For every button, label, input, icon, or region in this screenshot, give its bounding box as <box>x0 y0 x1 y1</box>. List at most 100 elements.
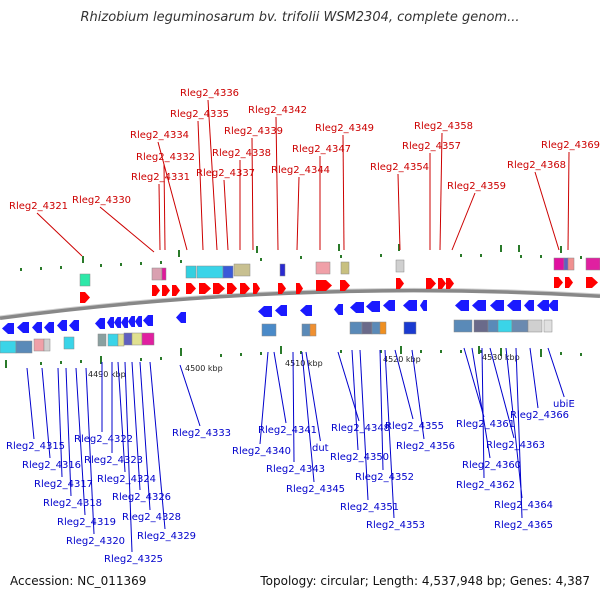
gene-label-bottom[interactable]: Rleg2_4316 <box>22 460 81 471</box>
gene-label-bottom[interactable]: Rleg2_4324 <box>97 474 156 485</box>
gene-label-bottom[interactable]: Rleg2_4364 <box>494 500 553 511</box>
gene-label-top[interactable]: Rleg2_4334 <box>130 130 189 141</box>
reverse-gene-arrow[interactable] <box>17 322 29 333</box>
gene-label-bottom[interactable]: Rleg2_4361 <box>456 419 515 430</box>
gene-label-bottom[interactable]: Rleg2_4319 <box>57 517 116 528</box>
reverse-gene-arrow[interactable] <box>128 316 135 327</box>
reverse-gene-arrow[interactable] <box>334 304 343 315</box>
gene-label-bottom[interactable]: Rleg2_4356 <box>396 441 455 452</box>
reverse-gene-arrow[interactable] <box>455 300 469 311</box>
reverse-gene-arrow[interactable] <box>524 300 534 311</box>
reverse-gene-arrow[interactable] <box>95 318 105 329</box>
reverse-gene-arrow[interactable] <box>507 300 521 311</box>
gene-label-top[interactable]: Rleg2_4347 <box>292 144 351 155</box>
forward-gene-arrow[interactable] <box>446 278 454 289</box>
reverse-gene-arrow[interactable] <box>490 300 504 311</box>
gene-label-bottom[interactable]: Rleg2_4362 <box>456 480 515 491</box>
gene-label-bottom[interactable]: Rleg2_4326 <box>112 492 171 503</box>
reverse-gene-arrow[interactable] <box>69 320 79 331</box>
gene-label-bottom[interactable]: Rleg2_4363 <box>486 440 545 451</box>
reverse-gene-arrow[interactable] <box>403 300 417 311</box>
reverse-gene-arrow[interactable] <box>537 300 549 311</box>
gene-label-bottom[interactable]: Rleg2_4351 <box>340 502 399 513</box>
gene-label-top[interactable]: Rleg2_4331 <box>131 172 190 183</box>
reverse-gene-arrow[interactable] <box>366 301 380 312</box>
gene-label-top[interactable]: Rleg2_4358 <box>414 121 473 132</box>
gene-label-bottom[interactable]: Rleg2_4355 <box>385 421 444 432</box>
gene-label-bottom[interactable]: Rleg2_4315 <box>6 441 65 452</box>
gene-label-top[interactable]: Rleg2_4335 <box>170 109 229 120</box>
reverse-gene-arrow[interactable] <box>121 317 128 328</box>
gene-label-top[interactable]: Rleg2_4330 <box>72 195 131 206</box>
forward-gene-arrow[interactable] <box>152 285 160 296</box>
gene-label-top[interactable]: Rleg2_4344 <box>271 165 330 176</box>
gene-label-bottom[interactable]: Rleg2_4322 <box>74 434 133 445</box>
forward-gene-arrow[interactable] <box>278 283 286 294</box>
forward-gene-arrow[interactable] <box>240 283 250 294</box>
gene-label-top[interactable]: Rleg2_4368 <box>507 160 566 171</box>
gene-label-top[interactable]: Rleg2_4354 <box>370 162 429 173</box>
gene-label-top[interactable]: Rleg2_4321 <box>9 201 68 212</box>
forward-gene-arrow[interactable] <box>227 283 237 294</box>
gene-label-bottom[interactable]: Rleg2_4333 <box>172 428 231 439</box>
forward-gene-arrow[interactable] <box>438 278 446 289</box>
gene-label-bottom[interactable]: Rleg2_4328 <box>122 512 181 523</box>
gene-label-top[interactable]: Rleg2_4339 <box>224 126 283 137</box>
reverse-gene-arrow[interactable] <box>548 300 558 311</box>
gene-label-bottom[interactable]: Rleg2_4340 <box>232 446 291 457</box>
reverse-gene-arrow[interactable] <box>275 305 287 316</box>
gene-label-bottom[interactable]: Rleg2_4360 <box>462 460 521 471</box>
forward-gene-arrow[interactable] <box>565 277 573 288</box>
reverse-gene-arrow[interactable] <box>258 306 272 317</box>
gene-label-top[interactable]: Rleg2_4369 <box>541 140 600 151</box>
gene-label-bottom[interactable]: Rleg2_4323 <box>84 455 143 466</box>
gene-label-top[interactable]: Rleg2_4336 <box>180 88 239 99</box>
gene-label-bottom[interactable]: Rleg2_4325 <box>104 554 163 565</box>
gene-label-top[interactable]: Rleg2_4332 <box>136 152 195 163</box>
reverse-gene-arrow[interactable] <box>143 315 153 326</box>
forward-gene-arrow[interactable] <box>316 280 332 291</box>
forward-gene-arrow[interactable] <box>162 285 170 296</box>
gene-label-bottom[interactable]: ubiE <box>553 399 575 410</box>
gene-label-bottom[interactable]: Rleg2_4341 <box>258 425 317 436</box>
gene-label-bottom[interactable]: Rleg2_4353 <box>366 520 425 531</box>
forward-gene-arrow[interactable] <box>199 283 211 294</box>
gene-label-bottom[interactable]: Rleg2_4366 <box>510 410 569 421</box>
gene-label-bottom[interactable]: Rleg2_4345 <box>286 484 345 495</box>
forward-gene-arrow[interactable] <box>426 278 436 289</box>
forward-gene-arrow[interactable] <box>253 283 260 294</box>
gene-label-top[interactable]: Rleg2_4357 <box>402 141 461 152</box>
gene-label-top[interactable]: Rleg2_4359 <box>447 181 506 192</box>
gene-label-bottom[interactable]: Rleg2_4352 <box>355 472 414 483</box>
forward-gene-arrow[interactable] <box>340 280 350 291</box>
forward-gene-arrow[interactable] <box>80 292 90 303</box>
reverse-gene-arrow[interactable] <box>107 317 114 328</box>
gene-label-top[interactable]: Rleg2_4342 <box>248 105 307 116</box>
gene-label-bottom[interactable]: Rleg2_4318 <box>43 498 102 509</box>
reverse-gene-arrow[interactable] <box>135 316 142 327</box>
reverse-gene-arrow[interactable] <box>44 322 54 333</box>
gene-label-bottom[interactable]: Rleg2_4343 <box>266 464 325 475</box>
reverse-gene-arrow[interactable] <box>114 317 121 328</box>
gene-label-bottom[interactable]: dut <box>312 443 329 454</box>
forward-gene-arrow[interactable] <box>213 283 225 294</box>
reverse-gene-arrow[interactable] <box>383 300 395 311</box>
forward-gene-arrow[interactable] <box>296 283 303 294</box>
gene-label-top[interactable]: Rleg2_4338 <box>212 148 271 159</box>
forward-gene-arrow[interactable] <box>586 277 598 288</box>
reverse-gene-arrow[interactable] <box>176 312 186 323</box>
reverse-gene-arrow[interactable] <box>32 322 42 333</box>
reverse-gene-arrow[interactable] <box>57 320 67 331</box>
reverse-gene-arrow[interactable] <box>2 323 14 334</box>
reverse-gene-arrow[interactable] <box>350 302 364 313</box>
reverse-gene-arrow[interactable] <box>472 300 486 311</box>
gene-label-top[interactable]: Rleg2_4337 <box>196 168 255 179</box>
forward-gene-arrow[interactable] <box>172 285 180 296</box>
reverse-gene-arrow[interactable] <box>300 305 312 316</box>
forward-gene-arrow[interactable] <box>554 277 563 288</box>
gene-label-bottom[interactable]: Rleg2_4329 <box>137 531 196 542</box>
forward-gene-arrow[interactable] <box>186 283 196 294</box>
gene-label-bottom[interactable]: Rleg2_4365 <box>494 520 553 531</box>
forward-gene-arrow[interactable] <box>396 278 404 289</box>
gene-label-bottom[interactable]: Rleg2_4348 <box>331 423 390 434</box>
